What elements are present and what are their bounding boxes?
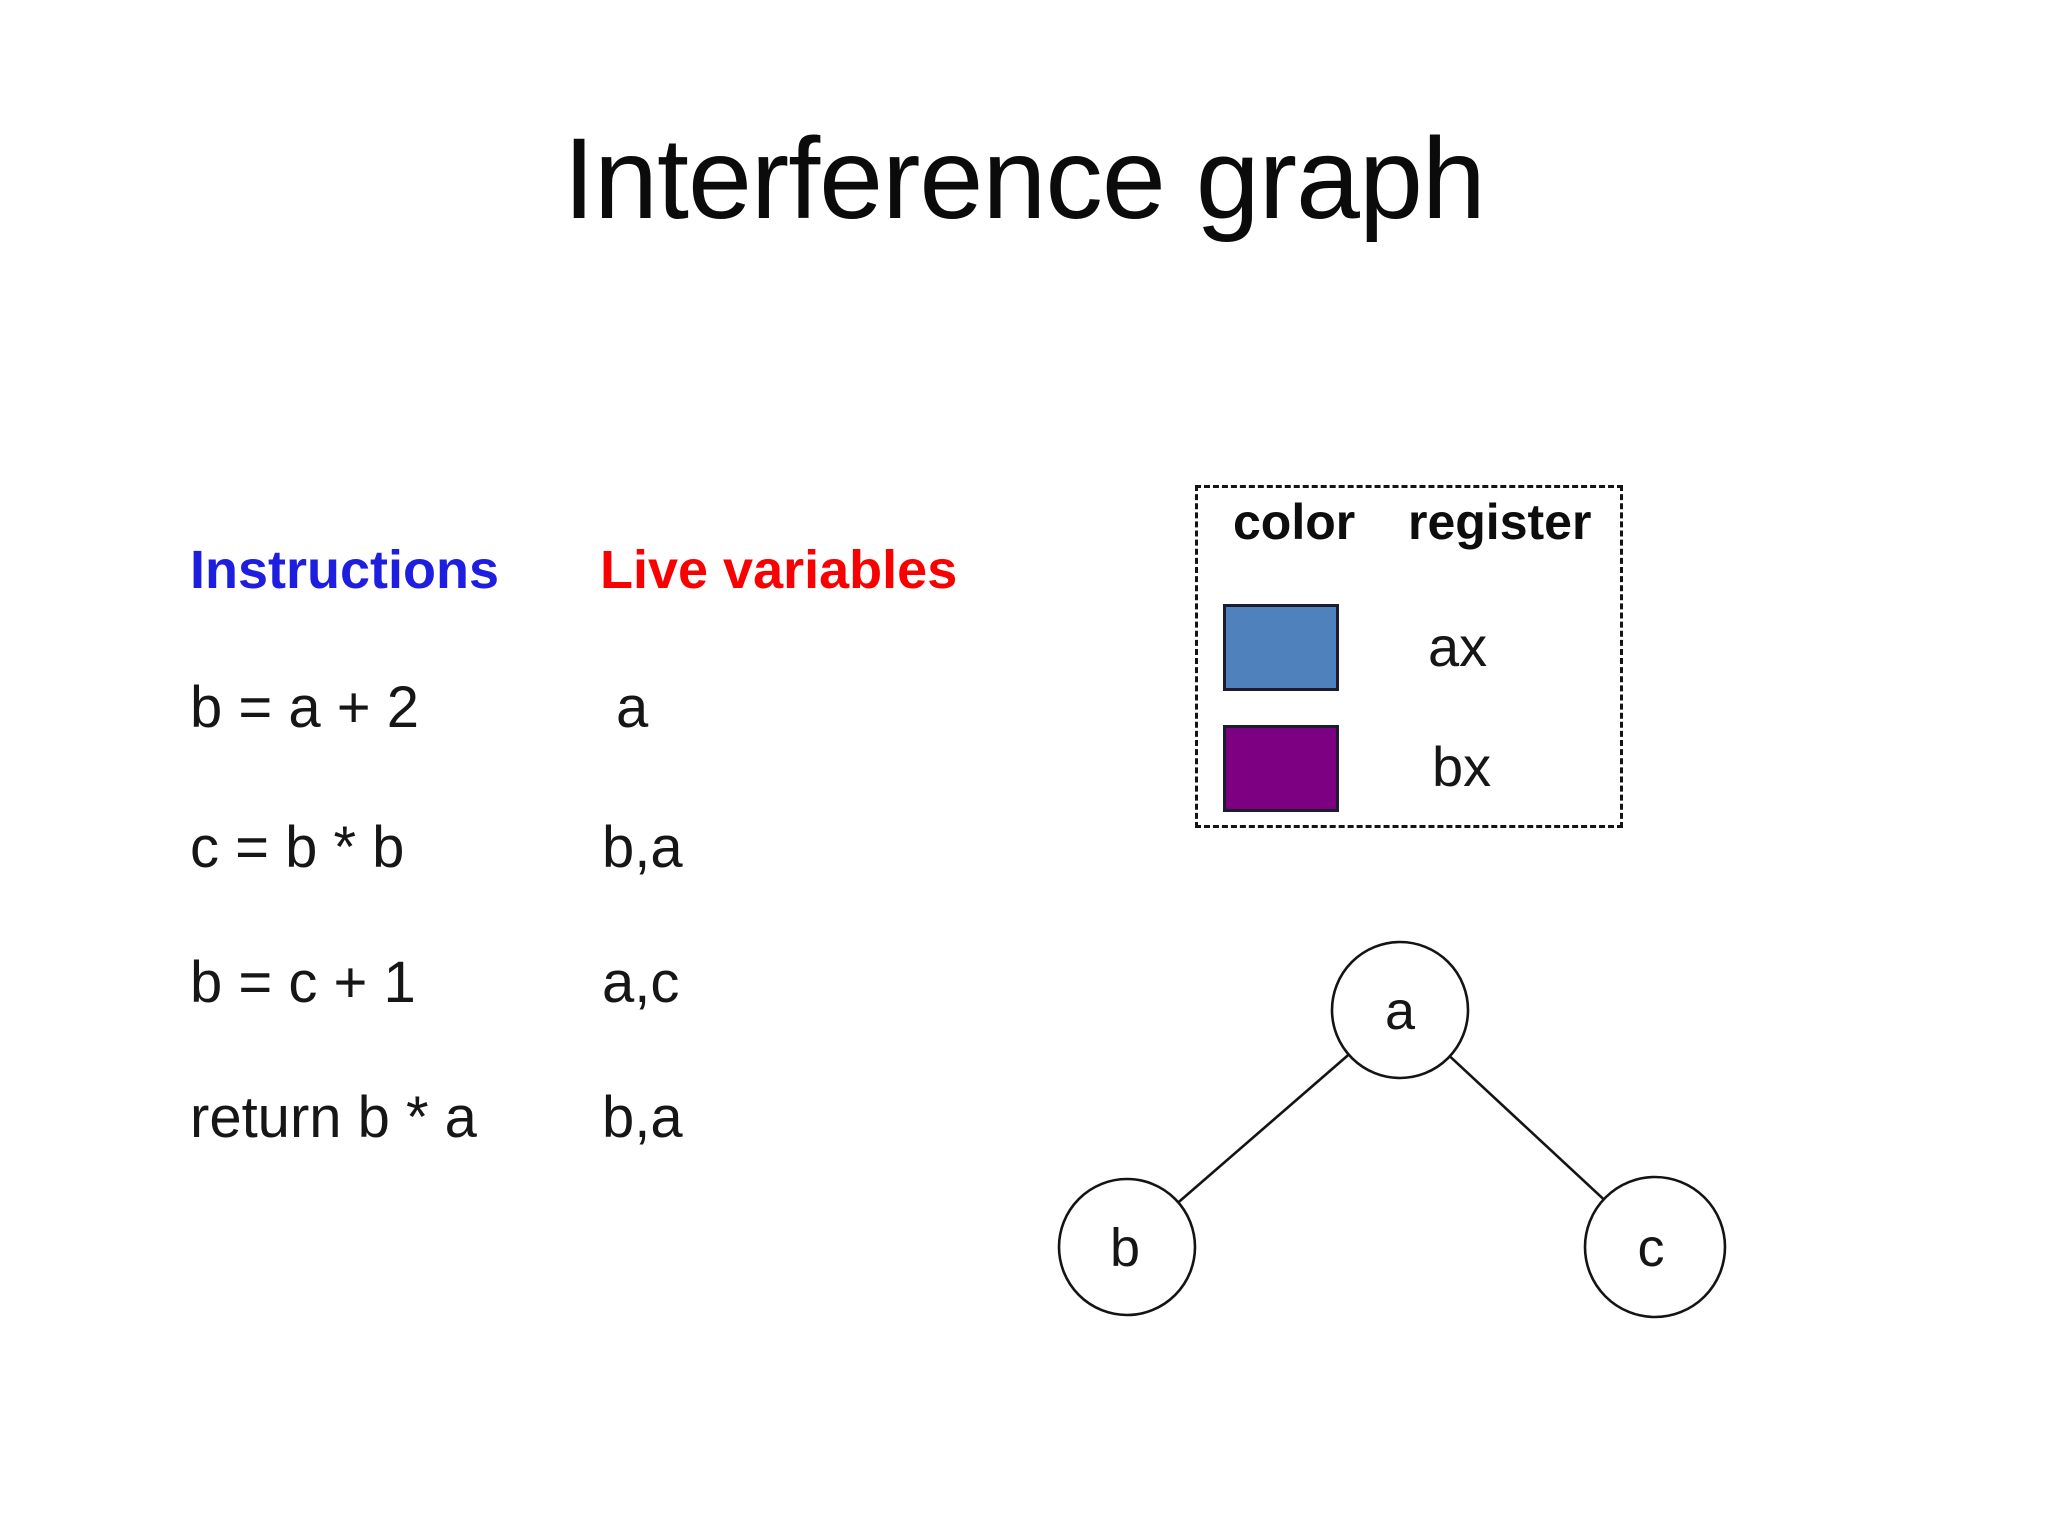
legend-register-label: bx xyxy=(1432,735,1492,798)
legend-color-header: color xyxy=(1233,494,1356,550)
live-cell: a,c xyxy=(602,950,680,1015)
color-swatch-ax xyxy=(1223,604,1339,691)
instruction-cell: c = b * b xyxy=(190,815,405,880)
slide-title: Interference graph xyxy=(563,115,1486,243)
legend-register-header: register xyxy=(1408,494,1592,550)
live-cell: b,a xyxy=(602,1085,683,1150)
edge-a-c xyxy=(1448,1055,1605,1201)
node-b xyxy=(1057,1177,1197,1317)
color-swatch-bx xyxy=(1223,725,1339,812)
interference-graph: a b c xyxy=(1057,940,1727,1319)
live-cell: a xyxy=(616,675,649,740)
color-register-legend: color register ax bx xyxy=(1195,485,1623,828)
node-a xyxy=(1330,940,1470,1080)
instruction-cell: return b * a xyxy=(190,1085,477,1150)
instruction-cell: b = a + 2 xyxy=(190,675,419,740)
instructions-header: Instructions xyxy=(190,540,500,600)
node-b-label: b xyxy=(1110,1218,1140,1278)
edge-a-b xyxy=(1177,1053,1350,1204)
node-a-label: a xyxy=(1385,981,1416,1041)
live-cell: b,a xyxy=(602,815,683,880)
node-c-label: c xyxy=(1638,1218,1665,1278)
instruction-cell: b = c + 1 xyxy=(190,950,416,1015)
node-c xyxy=(1583,1175,1727,1319)
legend-register-label: ax xyxy=(1428,615,1488,678)
live-variables-header: Live variables xyxy=(600,540,958,600)
